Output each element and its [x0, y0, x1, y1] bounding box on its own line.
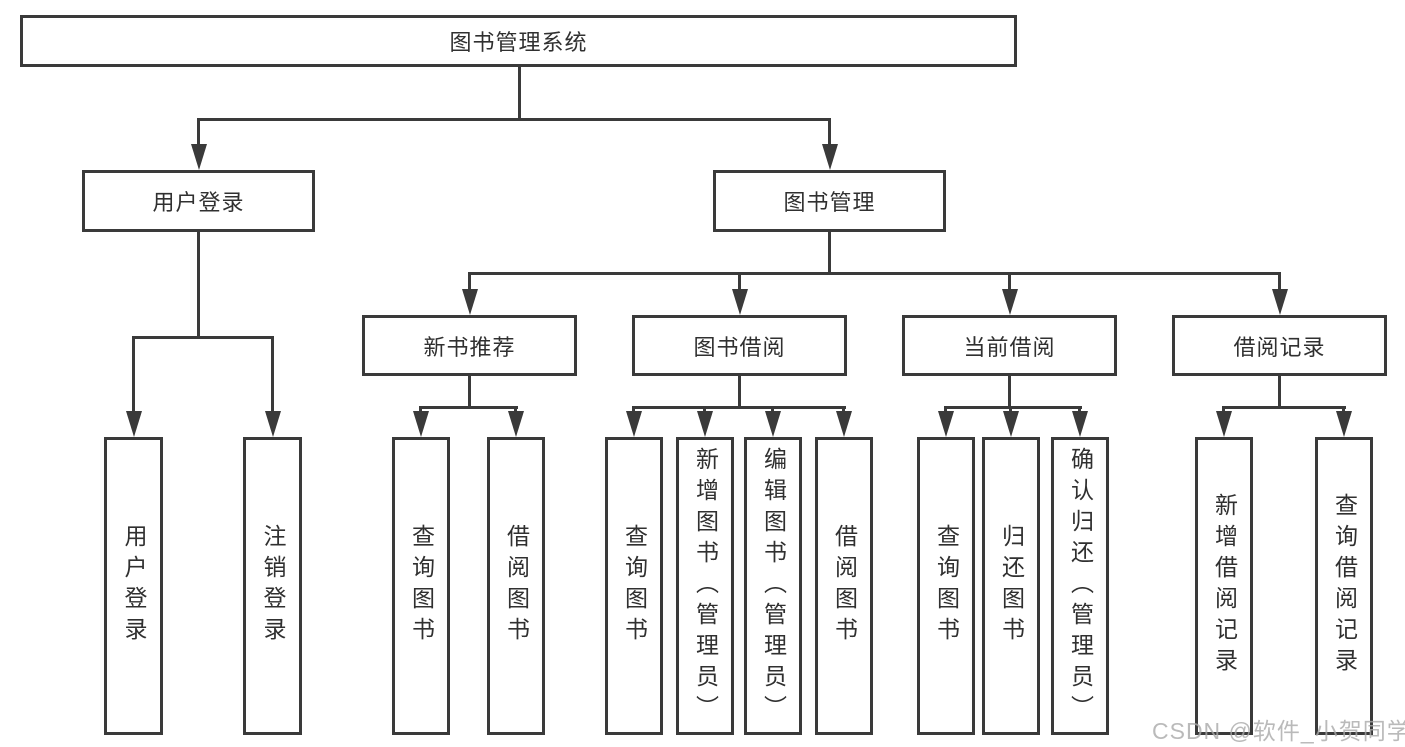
- leaf-logout: 注销登录: [243, 437, 302, 735]
- connector-line: [132, 336, 274, 339]
- leaf-query-books-borrow: 查询图书: [605, 437, 663, 735]
- leaf-borrow-books-recommend: 借阅图书: [487, 437, 545, 735]
- connector-line: [703, 406, 706, 413]
- connector-line: [1008, 272, 1011, 291]
- node-current-borrow: 当前借阅: [902, 315, 1117, 376]
- node-user-login: 用户登录: [82, 170, 315, 232]
- connector-line: [828, 118, 831, 146]
- connector-line: [1278, 375, 1281, 407]
- arrow-down-icon: [938, 411, 954, 437]
- connector-line: [197, 232, 200, 336]
- connector-line: [828, 232, 831, 274]
- arrow-down-icon: [1336, 411, 1352, 437]
- csdn-watermark: CSDN @软件_小贺同学: [1152, 718, 1405, 744]
- leaf-user-login: 用户登录: [104, 437, 163, 735]
- connector-line: [468, 375, 471, 407]
- arrow-down-icon: [732, 289, 748, 315]
- node-new-book-recommend: 新书推荐: [362, 315, 577, 376]
- connector-line: [842, 406, 845, 413]
- connector-line: [632, 406, 635, 413]
- connector-line: [468, 272, 471, 291]
- arrow-down-icon: [191, 144, 207, 170]
- leaf-edit-books-admin: 编辑图书（管理员）: [744, 437, 802, 735]
- arrow-down-icon: [836, 411, 852, 437]
- leaf-add-books-admin: 新增图书（管理员）: [676, 437, 734, 735]
- arrow-down-icon: [697, 411, 713, 437]
- arrow-down-icon: [508, 411, 524, 437]
- node-root: 图书管理系统: [20, 15, 1017, 67]
- leaf-borrow-books: 借阅图书: [815, 437, 873, 735]
- arrow-down-icon: [1002, 289, 1018, 315]
- connector-line: [1342, 406, 1345, 413]
- connector-line: [738, 272, 741, 291]
- node-book-management: 图书管理: [713, 170, 946, 232]
- arrow-down-icon: [126, 411, 142, 437]
- connector-line: [944, 406, 1082, 409]
- connector-line: [1278, 272, 1281, 291]
- connector-line: [1009, 406, 1012, 413]
- connector-line: [1078, 406, 1081, 413]
- arrow-down-icon: [1003, 411, 1019, 437]
- node-book-borrow: 图书借阅: [632, 315, 847, 376]
- node-borrow-records: 借阅记录: [1172, 315, 1387, 376]
- connector-line: [419, 406, 422, 413]
- connector-line: [1222, 406, 1225, 413]
- connector-line: [419, 406, 518, 409]
- arrow-down-icon: [413, 411, 429, 437]
- arrow-down-icon: [1216, 411, 1232, 437]
- leaf-query-books-recommend: 查询图书: [392, 437, 450, 735]
- connector-line: [771, 406, 774, 413]
- connector-line: [514, 406, 517, 413]
- leaf-query-books-current: 查询图书: [917, 437, 975, 735]
- leaf-confirm-return-admin: 确认归还（管理员）: [1051, 437, 1109, 735]
- connector-line: [738, 375, 741, 407]
- connector-line: [197, 118, 200, 146]
- connector-line: [132, 336, 135, 412]
- connector-line: [632, 406, 846, 409]
- leaf-return-books: 归还图书: [982, 437, 1040, 735]
- arrow-down-icon: [765, 411, 781, 437]
- connector-line: [1008, 375, 1011, 407]
- connector-line: [468, 272, 1281, 275]
- arrow-down-icon: [626, 411, 642, 437]
- connector-line: [271, 336, 274, 412]
- connector-line: [944, 406, 947, 413]
- leaf-query-borrow-record: 查询借阅记录: [1315, 437, 1373, 735]
- arrow-down-icon: [265, 411, 281, 437]
- connector-line: [197, 118, 831, 121]
- arrow-down-icon: [462, 289, 478, 315]
- leaf-add-borrow-record: 新增借阅记录: [1195, 437, 1253, 735]
- arrow-down-icon: [1272, 289, 1288, 315]
- connector-line: [518, 66, 521, 119]
- arrow-down-icon: [822, 144, 838, 170]
- arrow-down-icon: [1072, 411, 1088, 437]
- connector-line: [1222, 406, 1346, 409]
